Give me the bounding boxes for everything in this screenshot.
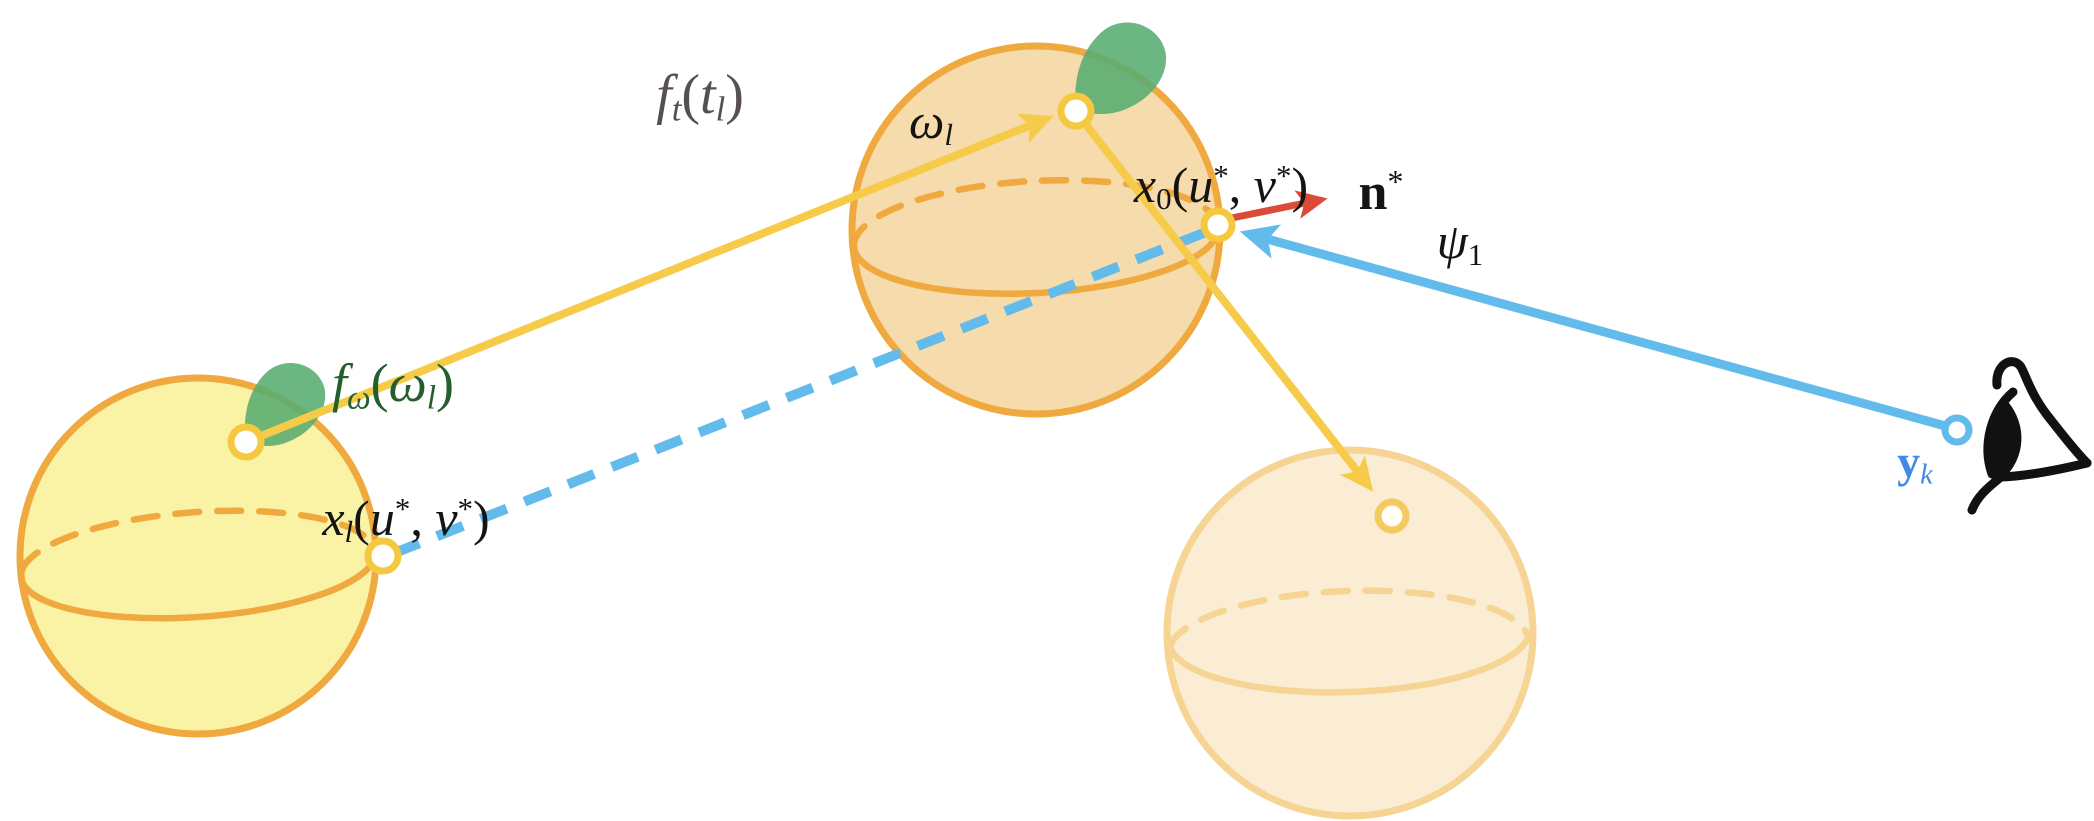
label-f-omega-sub: ω — [346, 379, 371, 417]
faded-sphere-equator-front — [1166, 633, 1532, 696]
label-x0-u-star: * — [1213, 157, 1229, 193]
label-xl: xl(u*, v*) — [322, 490, 490, 547]
eye-upper-lid — [1992, 357, 2092, 468]
faded-sphere — [1163, 446, 1537, 820]
label-omega-l-base: ω — [909, 93, 945, 149]
label-y-k-base: y — [1897, 436, 1921, 487]
label-omega-l-sub: l — [944, 116, 953, 152]
label-f-omega-base: f — [331, 353, 347, 413]
label-f-omega: fω(ωl) — [331, 353, 455, 415]
label-f-t-arg-sub: l — [715, 89, 726, 129]
label-xl-paren-close: ) — [473, 490, 490, 546]
light-sphere-equator-back — [18, 507, 379, 574]
label-omega-l: ωl — [909, 93, 953, 150]
label-x0-base: x — [1133, 157, 1157, 213]
label-x0-sub: 0 — [1156, 180, 1172, 216]
faded-sphere-outline — [1163, 446, 1537, 820]
label-f-t-base: f — [656, 64, 672, 126]
scene-sampling-lobe — [1075, 22, 1167, 115]
label-y-k: yk — [1897, 436, 1933, 490]
light-sampling-lobe — [244, 362, 326, 446]
label-xl-paren-open: ( — [353, 490, 370, 546]
label-n-star-base: n — [1358, 164, 1388, 221]
label-x0-v: v — [1253, 157, 1276, 213]
label-y-k-sub: k — [1920, 459, 1933, 491]
dashed-path-segment — [395, 227, 1208, 557]
label-xl-base: x — [322, 490, 345, 546]
label-x0-paren-close: ) — [1291, 157, 1309, 213]
label-n-star: n* — [1358, 164, 1403, 221]
label-x0: x0(u*, v*) — [1133, 157, 1309, 214]
point-xl — [364, 537, 402, 575]
label-x0-v-star: * — [1275, 157, 1292, 193]
label-f-t: ft(tl) — [656, 64, 744, 126]
label-xl-u: u — [369, 490, 395, 546]
label-f-omega-paren-open: ( — [370, 353, 389, 413]
scene-lobe-point — [1057, 92, 1095, 130]
faded-sphere-point — [1374, 498, 1410, 534]
camera-ray-psi — [1239, 224, 1951, 432]
label-f-omega-paren-close: ) — [436, 353, 455, 413]
label-xl-comma: , — [410, 490, 436, 546]
camera-point-yk — [1941, 414, 1973, 446]
label-psi-1: ψ1 — [1436, 213, 1484, 270]
label-f-t-sub: t — [671, 89, 682, 129]
label-f-t-arg: t — [700, 64, 716, 126]
light-ray-bounce — [1072, 109, 1374, 492]
label-psi-1-sub: 1 — [1467, 236, 1484, 272]
label-f-t-paren-open: ( — [681, 64, 700, 126]
label-xl-v-star: * — [457, 490, 474, 526]
scene-sphere-equator-front — [850, 223, 1222, 298]
label-x0-comma: , — [1228, 157, 1254, 213]
label-f-t-paren-close: ) — [725, 64, 744, 126]
light-lobe-point — [227, 423, 265, 461]
label-x0-u: u — [1188, 157, 1214, 213]
eye-icon — [1967, 357, 2092, 515]
eye-pupil — [1986, 401, 2022, 481]
light-sphere — [16, 374, 380, 738]
light-ray-omega — [244, 113, 1054, 446]
normal-arrow — [1221, 190, 1328, 224]
label-psi-1-base: ψ — [1436, 213, 1468, 269]
point-x0 — [1200, 207, 1236, 243]
label-n-star-sup: * — [1387, 163, 1404, 200]
label-xl-u-star: * — [394, 490, 411, 526]
light-sphere-outline — [16, 374, 380, 738]
label-xl-v: v — [435, 490, 458, 546]
label-xl-sub: l — [344, 513, 354, 549]
label-f-omega-arg: ω — [388, 353, 427, 413]
sample-points — [227, 92, 1973, 575]
label-f-omega-arg-sub: l — [426, 379, 437, 417]
label-x0-paren-open: ( — [1171, 157, 1189, 213]
faded-sphere-equator-back — [1166, 587, 1532, 650]
light-sphere-equator-front — [17, 555, 378, 622]
